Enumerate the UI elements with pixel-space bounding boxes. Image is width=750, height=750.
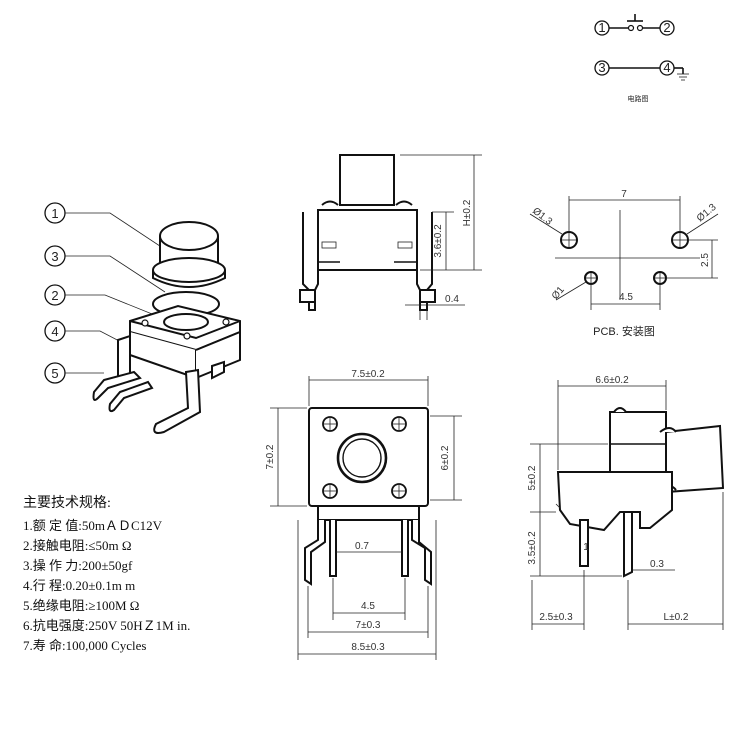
button-stem	[152, 221, 226, 288]
right-lead-tip-dim: 1	[583, 542, 589, 553]
spec-dielectric: 6.抗电强度:250V 50HＺ1M in.	[23, 618, 191, 633]
specifications: 主要技术规格: 1.额 定 值:50mＡＤC12V 2.接触电阻:≤50m Ω …	[23, 492, 263, 656]
spec-rated: 1.额 定 值:50mＡＤC12V	[23, 518, 163, 533]
top-overall-dim: 8.5±0.3	[351, 642, 385, 653]
right-offset-dim: 2.5±0.3	[539, 612, 573, 623]
circuit-pin-3: 3	[598, 60, 605, 75]
circuit-caption: 电路图	[628, 94, 649, 103]
svg-text:5: 5	[51, 366, 58, 381]
exploded-view: 1 3 2 4 5	[44, 202, 241, 434]
pcb-hole-large-left: Ø1.3	[530, 206, 554, 228]
svg-text:4: 4	[51, 324, 58, 339]
right-width-dim: 6.6±0.2	[595, 375, 629, 386]
pcb-caption: PCB. 安装图	[593, 324, 655, 338]
circuit-pin-1: 1	[598, 20, 605, 35]
spec-contact-resistance: 2.接触电阻:≤50m Ω	[23, 538, 132, 553]
spec-insulation: 5.绝缘电阻:≥100M Ω	[23, 598, 140, 613]
circuit-pin-2-marker	[659, 20, 675, 36]
top-view: 7.5±0.2 7±0.2 6±0.2 0.7 4.5 7±0.3 8.5±0.…	[265, 369, 462, 660]
top-height-dim: 7±0.2	[265, 444, 276, 469]
circuit-pin-2: 2	[663, 20, 670, 35]
right-lead-len-dim: 3.5±0.2	[527, 531, 538, 565]
side-lead-dim: 0.4	[445, 294, 459, 305]
spec-title: 主要技术规格:	[23, 496, 111, 511]
pcb-hole-small: Ø1	[550, 284, 567, 302]
top-width-dim: 7.5±0.2	[351, 369, 385, 380]
terminal-leads	[92, 360, 225, 434]
top-pitch-outer-dim: 7±0.3	[356, 620, 381, 631]
right-height-dim: 5±0.2	[527, 465, 538, 490]
top-inner-height-dim: 6±0.2	[440, 445, 451, 470]
pcb-layout: 7 2.5 4.5 Ø1.3 Ø1.3 Ø1 PCB. 安装图	[529, 189, 719, 338]
pcb-pitch-y: 2.5	[700, 253, 711, 267]
callout-1: 1	[44, 202, 179, 259]
ground-icon	[674, 67, 689, 81]
spec-operating-force: 3.操 作 力:200±50gf	[23, 558, 133, 573]
callout-2: 2	[44, 284, 163, 319]
top-pitch-inner-dim: 4.5	[361, 601, 375, 612]
right-length-dim: L±0.2	[664, 612, 689, 623]
callout-5: 5	[44, 362, 104, 384]
pcb-inner-x: 4.5	[619, 292, 633, 303]
switch-housing	[117, 304, 241, 382]
svg-text:3: 3	[51, 249, 58, 264]
right-lead-w-dim: 0.3	[650, 559, 664, 570]
top-lead-gap-dim: 0.7	[355, 541, 369, 552]
side-height-dim: H±0.2	[462, 199, 473, 226]
circuit-pin-4: 4	[663, 60, 670, 75]
right-view: 6.6±0.2 5±0.2 3.5±0.2 1 0.3 2.5±0.3 L±0.…	[527, 375, 725, 630]
pcb-pitch-x: 7	[621, 189, 627, 200]
svg-text:2: 2	[51, 288, 58, 303]
svg-text:1: 1	[51, 206, 58, 221]
callout-3: 3	[44, 245, 166, 293]
side-view: H±0.2 3.6±0.2 0.4	[299, 154, 482, 320]
side-inner-height-dim: 3.6±0.2	[433, 224, 444, 258]
circuit-symbol: 1 2 3 4 电路图	[594, 14, 689, 103]
spec-travel: 4.行 程:0.20±0.1m m	[23, 578, 136, 593]
spec-life: 7.寿 命:100,000 Cycles	[23, 638, 147, 653]
